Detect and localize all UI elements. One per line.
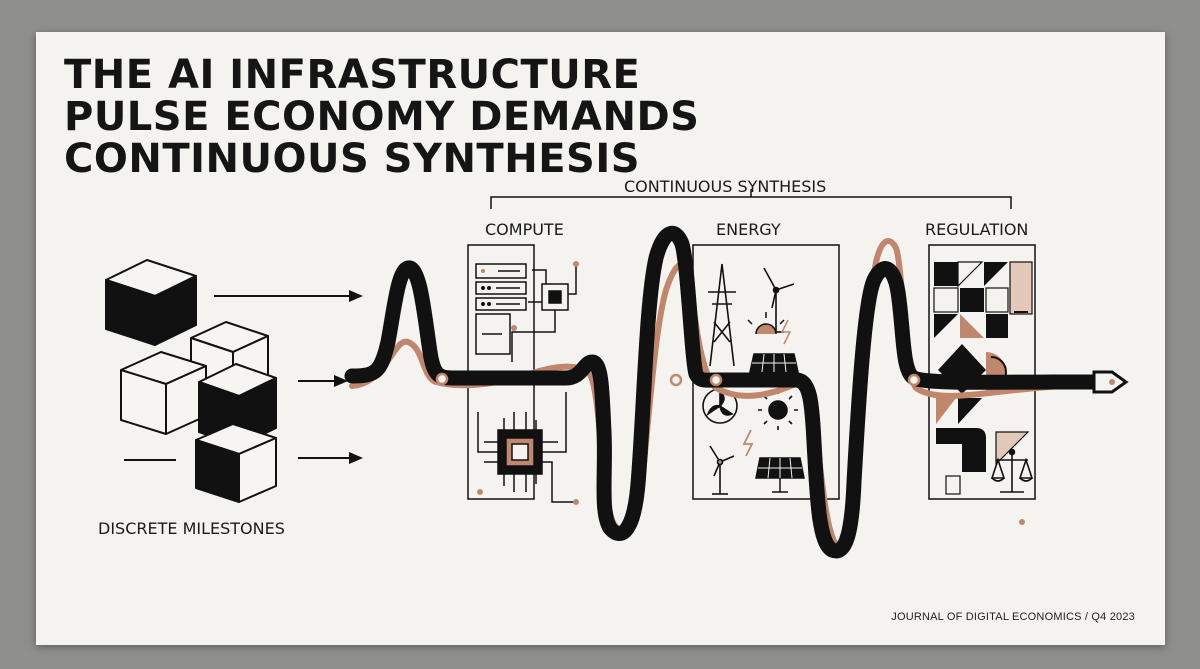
cpu-chip-icon-small [511, 261, 579, 362]
lightning-bolt-icon [742, 429, 754, 457]
discrete-milestones-label: DISCRETE MILESTONES [98, 519, 285, 538]
pulse-node-3 [709, 373, 723, 387]
arrow-head-bottom [349, 452, 363, 464]
diagram-artwork [105, 189, 1129, 559]
solar-panel-icon [749, 353, 799, 373]
pulse-node-1 [435, 372, 449, 386]
compute-label: COMPUTE [485, 220, 564, 239]
arrow-head-top [349, 290, 363, 302]
regulation-node [1019, 519, 1025, 525]
cpu-chip-icon-large [477, 392, 579, 505]
pulse-nodes [435, 372, 921, 387]
headline: THE AI INFRASTRUCTURE PULSE ECONOMY DEMA… [64, 54, 699, 180]
pulse-node-2 [669, 373, 683, 387]
synthesis-bracket [490, 189, 1012, 209]
journal-footer: JOURNAL OF DIGITAL ECONOMICS / Q4 2023 [891, 611, 1135, 623]
pen-nib-icon [1092, 370, 1129, 394]
headline-line-3: CONTINUOUS SYNTHESIS [64, 136, 641, 182]
cube-middle-left [120, 351, 207, 435]
headline-line-1: THE AI INFRASTRUCTURE [64, 52, 641, 98]
compute-panel [467, 244, 579, 505]
energy-label: ENERGY [716, 220, 781, 239]
copper-pulse-wave [349, 238, 1107, 549]
milestone-arrows [124, 290, 363, 464]
pulse-node-4 [907, 373, 921, 387]
headline-line-2: PULSE ECONOMY DEMANDS [64, 94, 700, 140]
transmission-tower-icon [708, 263, 736, 367]
solar-panel-icon-2 [755, 457, 805, 493]
server-rack-icon [475, 263, 527, 355]
infographic-card: THE AI INFRASTRUCTURE PULSE ECONOMY DEMA… [36, 32, 1165, 645]
cube-bottom [195, 423, 277, 503]
wind-turbine-icon [763, 267, 795, 333]
regulation-label: REGULATION [925, 220, 1029, 239]
arrow-head-middle [334, 375, 348, 387]
continuous-synthesis-label: CONTINUOUS SYNTHESIS [624, 177, 827, 196]
milestone-cubes [105, 259, 277, 503]
sun-lightning-icon [747, 312, 792, 345]
cube-top [105, 259, 197, 346]
wind-turbine-icon-2 [709, 445, 735, 495]
scales-of-justice-icon [990, 448, 1034, 493]
